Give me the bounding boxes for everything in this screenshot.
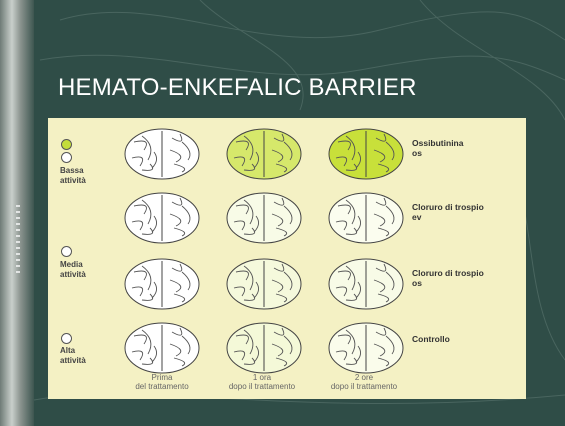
legend-low-icon xyxy=(61,152,72,163)
brain-1-3 xyxy=(329,129,403,179)
brain-1-1 xyxy=(125,129,199,179)
legend-low-label: Bassa attività xyxy=(60,166,100,186)
brain-1-2 xyxy=(227,129,301,179)
brain-4-1 xyxy=(125,323,199,373)
legend-medium-icon xyxy=(61,246,72,257)
brain-3-3 xyxy=(329,259,403,309)
brain-2-1 xyxy=(125,193,199,243)
figure-panel: Bassa attività Media attività Alta attiv… xyxy=(48,118,526,399)
legend-high-icon xyxy=(61,333,72,344)
brain-3-2 xyxy=(227,259,301,309)
legend-medium-label: Media attività xyxy=(60,260,100,280)
brain-3-1 xyxy=(125,259,199,309)
legend-low-icon-filled xyxy=(61,139,72,150)
brain-4-3 xyxy=(329,323,403,373)
legend-high-label: Alta attività xyxy=(60,346,100,366)
brain-2-2 xyxy=(227,193,301,243)
row-label-controllo: Controllo xyxy=(412,334,450,344)
slide-title: HEMATO-ENKEFALIC BARRIER xyxy=(58,74,417,102)
brain-4-2 xyxy=(227,323,301,373)
brain-grid xyxy=(48,118,526,399)
brain-2-3 xyxy=(329,193,403,243)
